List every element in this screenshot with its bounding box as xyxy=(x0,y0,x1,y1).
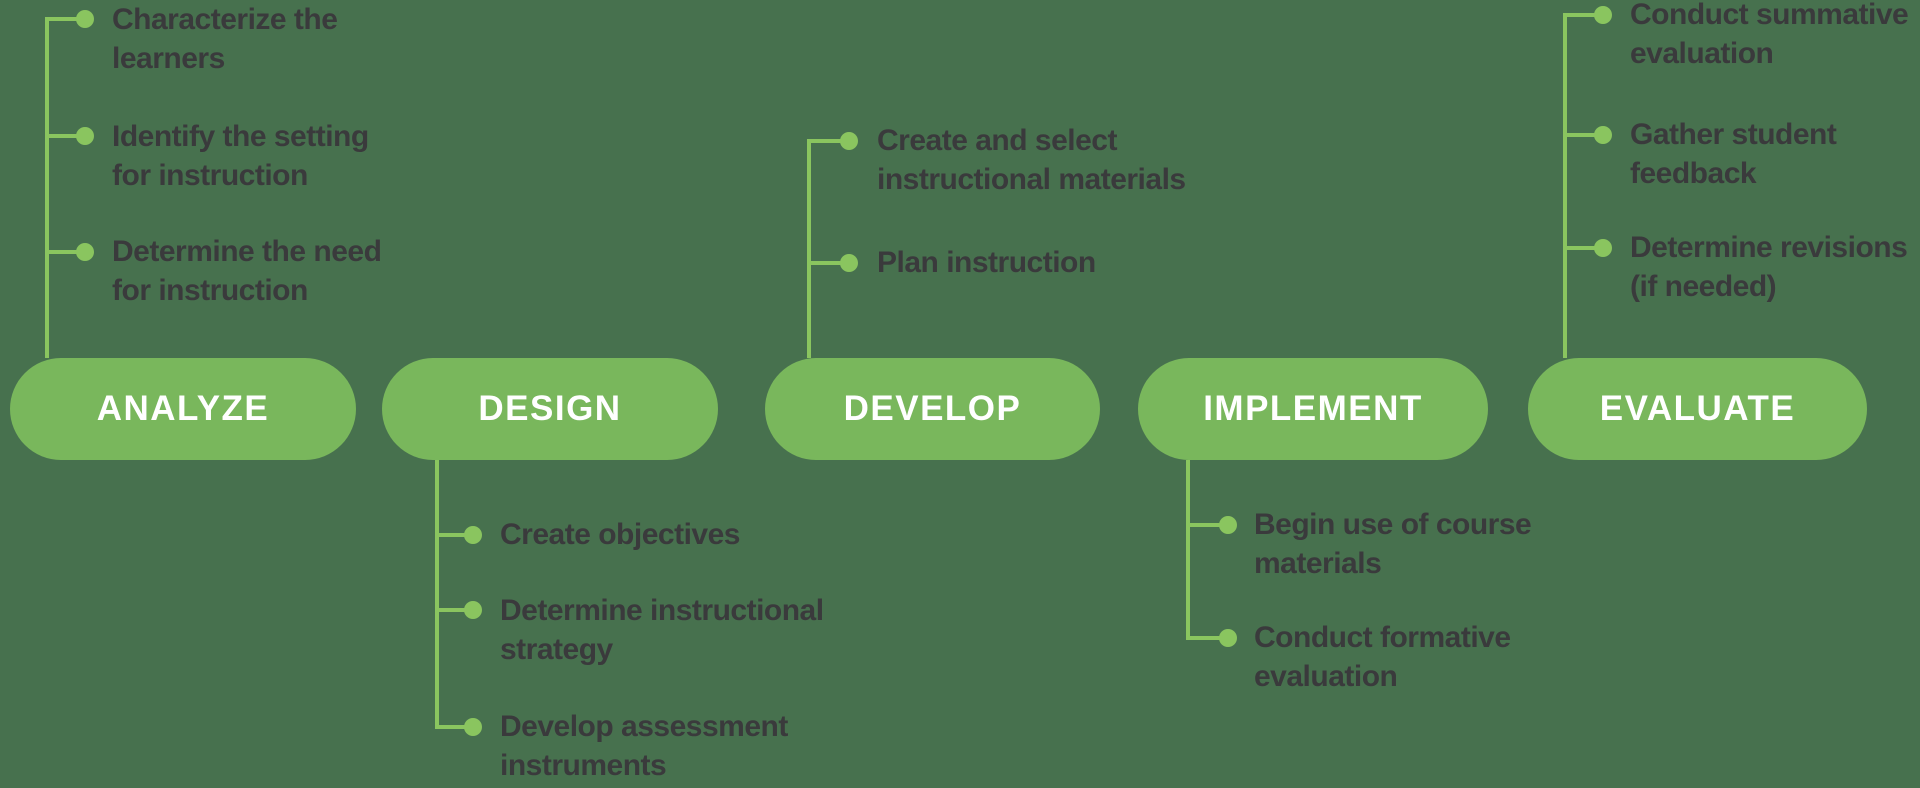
bullet-dot xyxy=(1594,6,1612,24)
stage-label: DESIGN xyxy=(478,389,622,428)
stage-pill-evaluate: EVALUATE xyxy=(1528,358,1867,460)
connector-stub xyxy=(45,134,85,138)
connector-line xyxy=(435,460,439,727)
stage-pill-analyze: ANALYZE xyxy=(10,358,356,460)
stage-label: DEVELOP xyxy=(843,389,1022,428)
stage-label: IMPLEMENT xyxy=(1203,389,1423,428)
stage-pill-develop: DEVELOP xyxy=(765,358,1100,460)
task-item: Conduct summative evaluation xyxy=(1630,0,1909,70)
task-item: Determine the need for instruction xyxy=(112,235,382,307)
connector-stub xyxy=(45,17,85,21)
connector-line xyxy=(1186,460,1190,638)
connector-stub xyxy=(435,725,473,729)
connector-line xyxy=(45,17,49,358)
task-item: Determine revisions (if needed) xyxy=(1630,231,1908,303)
bullet-dot xyxy=(1594,239,1612,257)
bullet-dot xyxy=(464,526,482,544)
stage-label: EVALUATE xyxy=(1599,389,1796,428)
bullet-dot xyxy=(840,132,858,150)
bullet-dot xyxy=(76,10,94,28)
connector-stub xyxy=(1186,636,1228,640)
bullet-dot xyxy=(464,601,482,619)
connector-stub xyxy=(45,250,85,254)
connector-stub xyxy=(807,261,849,265)
bullet-dot xyxy=(464,718,482,736)
bullet-dot xyxy=(840,254,858,272)
bullet-dot xyxy=(76,243,94,261)
connector-stub xyxy=(1186,523,1228,527)
task-item: Identify the setting for instruction xyxy=(112,120,369,192)
bullet-dot xyxy=(1594,126,1612,144)
connector-stub xyxy=(435,608,473,612)
task-item: Conduct formative evaluation xyxy=(1254,621,1511,693)
connector-line xyxy=(807,139,811,358)
stage-pill-design: DESIGN xyxy=(382,358,718,460)
task-item: Gather student feedback xyxy=(1630,118,1837,190)
connector-stub xyxy=(1563,246,1603,250)
task-item: Characterize the learners xyxy=(112,3,338,75)
task-item: Begin use of course materials xyxy=(1254,508,1532,580)
bullet-dot xyxy=(1219,516,1237,534)
task-item: Develop assessment instruments xyxy=(500,710,788,782)
connector-stub xyxy=(1563,13,1603,17)
bullet-dot xyxy=(76,127,94,145)
stage-label: ANALYZE xyxy=(96,389,270,428)
connector-stub xyxy=(1563,133,1603,137)
stage-pill-implement: IMPLEMENT xyxy=(1138,358,1488,460)
connector-stub xyxy=(807,139,849,143)
task-item: Determine instructional strategy xyxy=(500,594,824,666)
connector-stub xyxy=(435,533,473,537)
task-item: Create and select instructional material… xyxy=(877,124,1186,196)
bullet-dot xyxy=(1219,629,1237,647)
task-item: Plan instruction xyxy=(877,246,1096,279)
connector-line xyxy=(1563,13,1567,358)
task-item: Create objectives xyxy=(500,518,740,551)
